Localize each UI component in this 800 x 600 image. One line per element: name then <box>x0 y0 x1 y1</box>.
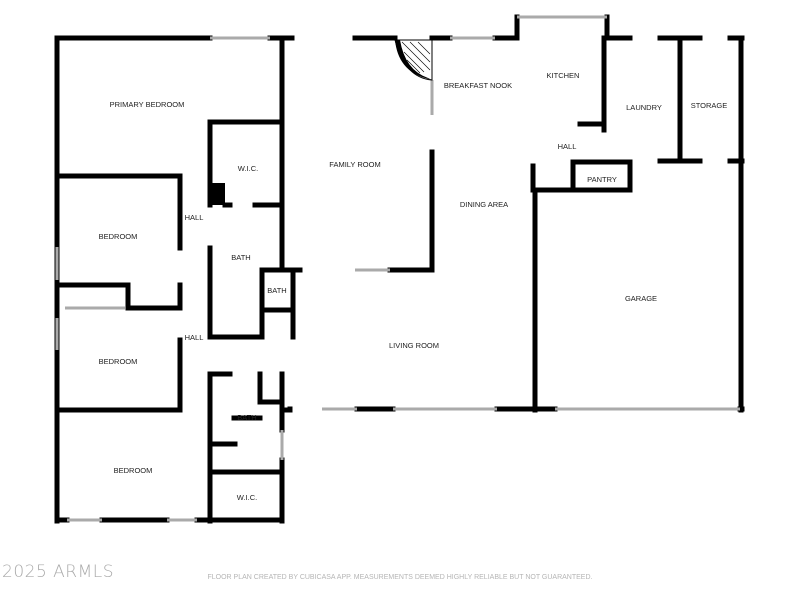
room-label-bath: BATH <box>231 253 250 262</box>
room-label-storage: STORAGE <box>691 101 728 110</box>
room-label-bath: BATH <box>237 413 256 422</box>
room-labels: PRIMARY BEDROOM W.I.C. HALL BEDROOM BATH… <box>99 71 728 502</box>
room-label-primary-bedroom: PRIMARY BEDROOM <box>110 100 185 109</box>
room-label-wic: W.I.C. <box>238 164 258 173</box>
disclaimer: FLOOR PLAN CREATED BY CUBICASA APP. MEAS… <box>207 574 593 581</box>
room-label-hall: HALL <box>185 333 204 342</box>
room-label-dining-area: DINING AREA <box>460 200 508 209</box>
room-label-hall: HALL <box>185 213 204 222</box>
fireplace <box>208 39 433 205</box>
room-label-breakfast-nook: BREAKFAST NOOK <box>444 81 512 90</box>
room-label-bath: BATH <box>267 286 286 295</box>
room-label-family-room: FAMILY ROOM <box>329 160 380 169</box>
room-label-hall: HALL <box>558 142 577 151</box>
walls <box>54 14 745 524</box>
room-label-laundry: LAUNDRY <box>626 103 662 112</box>
closet-block <box>208 183 225 205</box>
room-label-pantry: PANTRY <box>587 175 617 184</box>
room-label-wic: W.I.C. <box>237 493 257 502</box>
room-label-living-room: LIVING ROOM <box>389 341 439 350</box>
watermark: 2025 ARMLS <box>2 562 115 582</box>
room-label-bedroom: BEDROOM <box>99 232 138 241</box>
room-label-kitchen: KITCHEN <box>547 71 580 80</box>
room-label-bedroom: BEDROOM <box>99 357 138 366</box>
room-label-garage: GARAGE <box>625 294 657 303</box>
windows <box>55 15 740 522</box>
room-label-bedroom: BEDROOM <box>114 466 153 475</box>
